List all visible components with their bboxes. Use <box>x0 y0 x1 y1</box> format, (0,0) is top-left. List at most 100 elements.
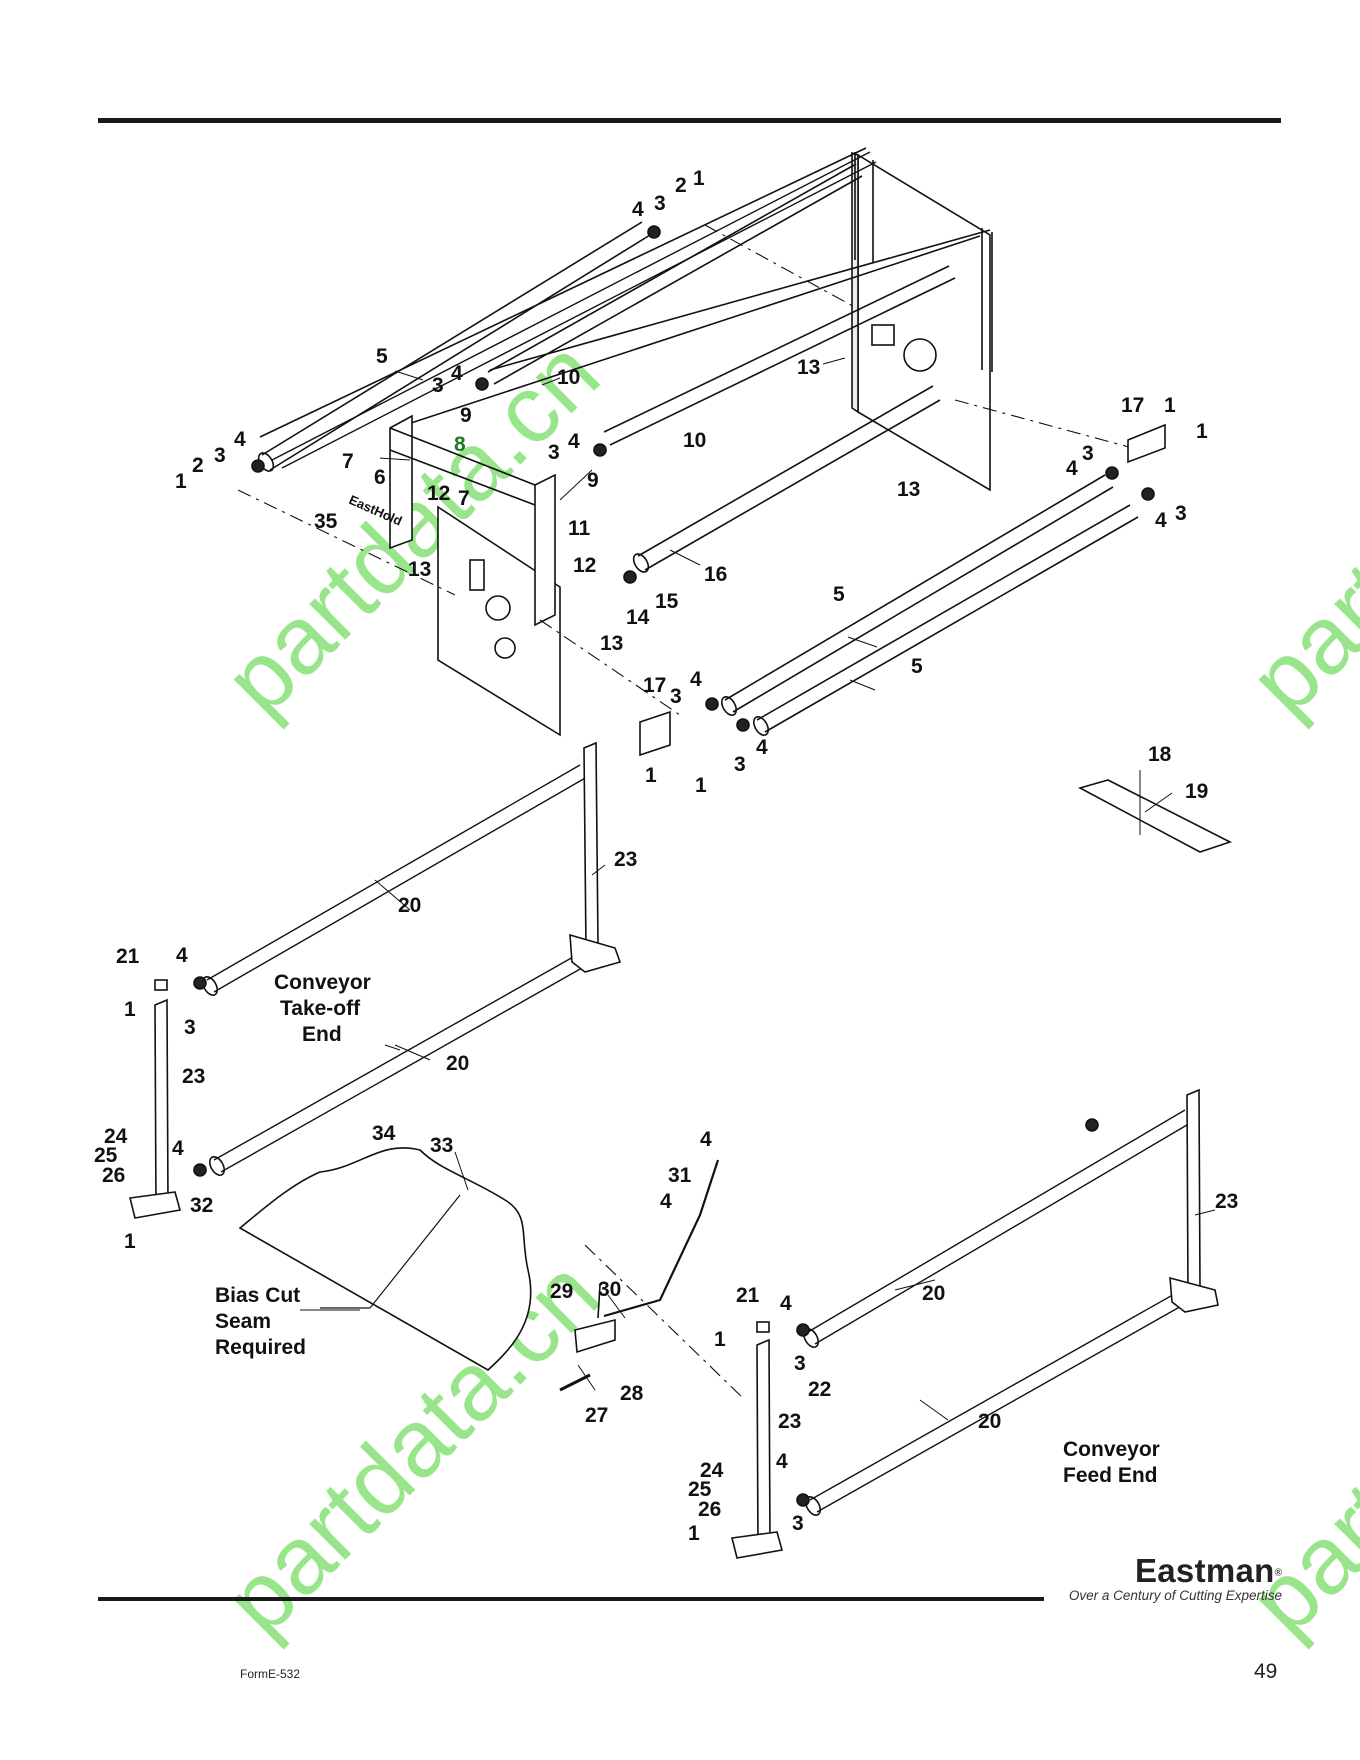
captions: Conveyor Take-off End Bias Cut Seam Requ… <box>215 971 1160 1487</box>
part-label: 4 <box>756 736 768 759</box>
part-label: 26 <box>698 1498 721 1521</box>
part-label: 27 <box>585 1404 608 1427</box>
part-label: 2 <box>192 454 204 477</box>
part-label: 23 <box>778 1410 801 1433</box>
part-label: 17 <box>1121 394 1144 417</box>
tube-5-right-a <box>724 474 1114 713</box>
part-label: 4 <box>776 1450 788 1473</box>
tube-20-takeoff-lower <box>213 951 590 1173</box>
part-label: 7 <box>342 450 354 473</box>
part-label: 18 <box>1148 743 1172 766</box>
brand-tagline: Over a Century of Cutting Expertise <box>1068 1588 1282 1603</box>
part-label: 1 <box>645 764 657 787</box>
brand-block: Eastman® Over a Century of Cutting Exper… <box>1050 1552 1282 1603</box>
upright-23-feed-right <box>1186 1088 1201 1295</box>
part-label: 3 <box>654 192 666 215</box>
part-label: 3 <box>1082 442 1094 465</box>
part-label: 4 <box>660 1190 672 1213</box>
top-rule <box>98 118 1281 123</box>
part-label: 29 <box>550 1280 573 1303</box>
part-label: 13 <box>600 632 623 655</box>
part-label: 21 <box>116 945 140 968</box>
part-label: 6 <box>374 466 386 489</box>
plate-cutout <box>871 324 895 346</box>
part-label: 32 <box>190 1194 213 1217</box>
part-label: 1 <box>1164 394 1176 417</box>
bracket-17-left <box>639 710 671 757</box>
page-number: 49 <box>1254 1660 1278 1683</box>
tube-10-b <box>603 265 956 446</box>
part-label: 7 <box>458 487 470 510</box>
part-label: 1 <box>688 1522 700 1545</box>
part-label: 5 <box>376 345 388 368</box>
upright-23-feed-left <box>756 1338 771 1552</box>
part-label: 12 <box>573 554 596 577</box>
watermark-text: partdata.cn <box>1229 320 1360 735</box>
tube-20-feed-upper <box>807 1109 1193 1345</box>
part-label: 4 <box>172 1137 184 1160</box>
takeoff-caption-line: Conveyor <box>274 971 371 994</box>
part-label: 1 <box>714 1328 726 1351</box>
bias-caption-line: Required <box>215 1336 306 1359</box>
part-label: 31 <box>668 1164 692 1187</box>
part-label: 28 <box>620 1382 644 1405</box>
registered-mark: ® <box>1274 1567 1282 1579</box>
bracket-17-right <box>1127 423 1166 464</box>
part-label: 3 <box>670 685 682 708</box>
part-label: 3 <box>794 1352 806 1375</box>
part-label: 20 <box>922 1282 945 1305</box>
upright-23-takeoff-right <box>583 741 599 952</box>
part-label: 35 <box>314 510 338 533</box>
part-label: 3 <box>184 1016 196 1039</box>
part-label: 4 <box>176 944 188 967</box>
bottom-rule <box>98 1597 1044 1601</box>
part-label: 34 <box>372 1122 396 1145</box>
part-label: 9 <box>460 404 472 427</box>
bias-caption-line: Bias Cut <box>215 1284 300 1307</box>
part-label: 5 <box>911 655 923 678</box>
plate-19 <box>1077 779 1233 853</box>
part-label: 13 <box>897 478 920 501</box>
part-label: 24 <box>700 1459 724 1482</box>
part-label: 4 <box>1155 509 1167 532</box>
part-label: 2 <box>675 174 687 197</box>
part-label: 30 <box>598 1278 621 1301</box>
tube-16 <box>637 385 941 571</box>
brand-name: Eastman <box>1134 1552 1275 1589</box>
part-label: 22 <box>808 1378 831 1401</box>
part-label: 4 <box>1066 457 1078 480</box>
part-label: 26 <box>102 1164 125 1187</box>
part-label: 13 <box>797 356 820 379</box>
part-label: 3 <box>792 1512 804 1535</box>
fabric-sheet <box>238 1147 532 1371</box>
form-number: FormE-532 <box>240 1667 301 1681</box>
part-label: 3 <box>734 753 746 776</box>
feed-caption-line: Feed End <box>1063 1464 1158 1487</box>
right-side-plate <box>857 153 991 492</box>
upright-23-takeoff-left <box>154 998 169 1212</box>
part-label: 9 <box>587 469 599 492</box>
bias-caption-line: Seam <box>215 1310 271 1333</box>
part-label: 15 <box>655 590 679 613</box>
part-label: 4 <box>234 428 246 451</box>
tube-10-a <box>487 163 863 385</box>
part-label: 11 <box>568 517 591 540</box>
feed-caption-line: Conveyor <box>1063 1438 1160 1461</box>
part-label: 4 <box>568 430 580 453</box>
part-label: 25 <box>688 1478 712 1501</box>
part-label: 19 <box>1185 780 1208 803</box>
brand-logo: Eastman® <box>1050 1552 1282 1590</box>
part-label: 20 <box>978 1410 1001 1433</box>
part-label: 4 <box>632 198 644 221</box>
plate-hole <box>903 338 937 372</box>
part-label: 14 <box>626 606 650 629</box>
tube-5-right-b <box>756 504 1139 733</box>
part-label: 24 <box>104 1125 128 1148</box>
takeoff-caption-line: End <box>302 1023 342 1046</box>
part-label: 20 <box>398 894 421 917</box>
part-label: 23 <box>1215 1190 1238 1213</box>
tube-5-upper <box>261 221 651 471</box>
part-label: 17 <box>643 674 666 697</box>
part-label: 23 <box>182 1065 205 1088</box>
